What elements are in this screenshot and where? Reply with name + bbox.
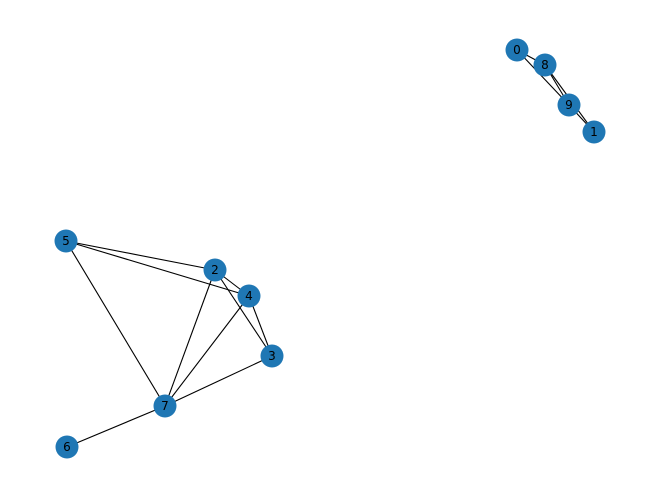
- node-label-3: 3: [268, 349, 276, 363]
- node-7: 7: [153, 394, 177, 418]
- node-circle-4: [237, 284, 261, 308]
- node-layer: 0 1 2 3 4 5 6 7 8 9: [54, 38, 606, 459]
- edge-2-3: [214, 269, 273, 357]
- node-6: 6: [55, 435, 79, 459]
- edge-7-6: [66, 405, 166, 448]
- node-0: 0: [505, 38, 529, 62]
- node-4: 4: [237, 284, 261, 308]
- node-circle-1: [582, 120, 606, 144]
- node-2: 2: [203, 258, 227, 282]
- node-label-2: 2: [211, 263, 219, 277]
- node-label-0: 0: [513, 43, 521, 57]
- node-circle-0: [505, 38, 529, 62]
- node-5: 5: [54, 229, 78, 253]
- edge-layer: [65, 49, 595, 448]
- node-circle-6: [55, 435, 79, 459]
- node-1: 1: [582, 120, 606, 144]
- edge-2-7: [164, 269, 216, 407]
- edge-0-9: [516, 49, 570, 106]
- node-label-7: 7: [161, 399, 169, 413]
- edge-4-7: [164, 295, 250, 407]
- node-circle-3: [260, 344, 284, 368]
- node-circle-8: [533, 53, 557, 77]
- node-label-9: 9: [565, 98, 573, 112]
- node-circle-2: [203, 258, 227, 282]
- edge-3-7: [164, 355, 273, 407]
- edge-5-4: [65, 240, 250, 297]
- node-label-6: 6: [63, 440, 71, 454]
- node-label-8: 8: [541, 58, 549, 72]
- node-8: 8: [533, 53, 557, 77]
- edge-5-7: [65, 240, 166, 407]
- node-3: 3: [260, 344, 284, 368]
- node-label-4: 4: [245, 289, 253, 303]
- node-label-5: 5: [62, 234, 70, 248]
- node-9: 9: [557, 93, 581, 117]
- node-label-1: 1: [590, 125, 598, 139]
- node-circle-9: [557, 93, 581, 117]
- node-circle-5: [54, 229, 78, 253]
- edge-5-2: [65, 240, 216, 271]
- node-circle-7: [153, 394, 177, 418]
